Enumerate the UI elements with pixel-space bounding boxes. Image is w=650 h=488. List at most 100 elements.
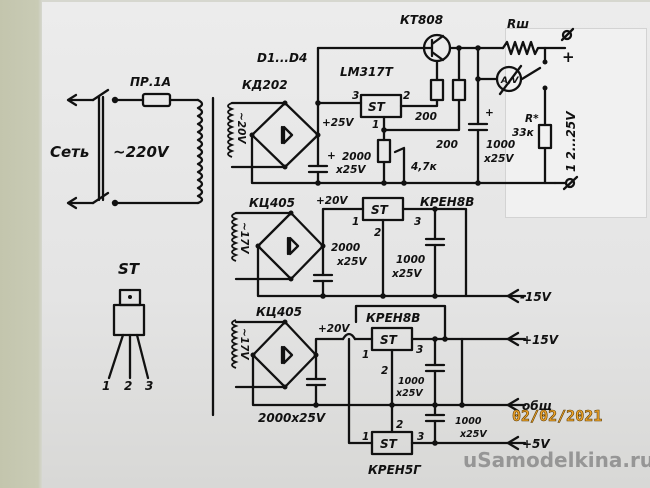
output-cap-icon — [467, 122, 489, 132]
date-stamp: 02/02/2021 — [512, 407, 602, 425]
reg1-pin2: 2 — [403, 90, 410, 102]
pinout-title: ST — [118, 260, 141, 278]
reg3-bottom-pin1: 1 — [362, 431, 369, 443]
mains-switch-blades — [91, 88, 110, 205]
filter-cap-3-value: 2000x25V — [258, 411, 327, 425]
output-terminal-ground-icon[interactable] — [564, 177, 576, 189]
filter-cap-1-value: 2000 — [342, 151, 371, 163]
filter-cap-2-voltage: x25V — [336, 256, 367, 268]
pot-wiper — [393, 146, 406, 185]
regulator-3-top-name: КРЕН8В — [366, 311, 420, 325]
transistor-leads — [422, 34, 445, 62]
meter-icon — [495, 65, 523, 93]
rectified-3-voltage: +20V — [318, 323, 350, 335]
filter-cap-2-value: 2000 — [331, 242, 360, 254]
bridge-1-ref: D1...D4 — [257, 51, 307, 65]
output-plus5: +5V — [522, 437, 551, 451]
channel-3: КЦ405 ~17V +20V 2000x25V КРЕН8В ST 1 2 3… — [231, 304, 560, 477]
pot-value: 4,7к — [410, 161, 438, 173]
diode-2-icon — [286, 236, 300, 256]
reg3-bottom-pin3: 3 — [417, 431, 424, 443]
transformer-primary-icon — [196, 98, 204, 205]
output-cap-3-bottom-icon — [424, 413, 446, 423]
output-cap-value: 1000 — [486, 139, 515, 151]
adj-resistor-wire — [382, 46, 461, 132]
winding-2-voltage: ~17V — [238, 222, 250, 254]
mains-label: Сеть — [50, 143, 89, 161]
regulator-1-box-label: ST — [368, 100, 386, 114]
regulator-3-bottom-box-label: ST — [380, 437, 398, 451]
reg1-pin3: 3 — [352, 90, 359, 102]
output-cap-3-bottom-value: 1000 — [455, 416, 482, 427]
reg3-top-pin3: 3 — [416, 344, 423, 356]
output-cap-2-icon — [424, 237, 446, 247]
regulator-1-name: LM317T — [340, 65, 394, 79]
output-cap-3-top-value: 1000 — [398, 376, 425, 387]
transistor-name: КТ808 — [400, 13, 443, 27]
reg3-bottom-pin2: 2 — [396, 419, 403, 431]
regulator-3-top-box-label: ST — [380, 333, 398, 347]
output-cap-3-top-icon — [424, 363, 446, 373]
output-plus5-arrow — [506, 435, 520, 451]
filter-cap-1-plus: + — [327, 150, 336, 162]
output-terminal-plus-icon[interactable] — [561, 29, 573, 41]
secondary-1-leads — [230, 101, 287, 169]
wire-crossover — [341, 332, 357, 341]
bridge-2-part: КЦ405 — [249, 196, 295, 210]
output-cap-voltage: x25V — [483, 153, 514, 165]
reg2-pin3: 3 — [414, 216, 421, 228]
diode-1-icon — [280, 125, 294, 145]
regulator-pinout: ST 1 2 3 — [102, 260, 153, 393]
regulator-2-name: КРЕН8В — [420, 195, 474, 209]
shunt-resistor-icon — [501, 40, 547, 56]
diode-3-icon — [280, 345, 294, 365]
meter-arrow — [498, 64, 523, 96]
meter-label: A,V — [500, 76, 520, 86]
winding-1-voltage: ~20V — [235, 112, 247, 144]
secondary-winding-1-icon — [227, 102, 235, 158]
rectified-2-voltage: +20V — [316, 195, 348, 207]
shunt-label: Rш — [507, 17, 529, 31]
paper-patch — [505, 28, 647, 218]
output-cap-2-voltage: x25V — [391, 268, 422, 280]
pinout-body-icon — [112, 303, 146, 337]
resistor-200-base-icon — [429, 78, 445, 102]
resistor-base-value: 200 — [415, 111, 437, 123]
watermark: uSamodelkina.ru — [463, 448, 650, 472]
channel-1: D1...D4 КД202 ~20V +25V + 2000 x25V LM31… — [227, 13, 579, 191]
output-range: 1 2...25V — [564, 110, 578, 172]
fuse-label: ПР.1А — [130, 75, 171, 89]
output-2-arrow — [506, 288, 520, 304]
resistor-adj-value: 200 — [436, 139, 458, 151]
pinout-pin-1: 1 — [102, 379, 110, 393]
ground-rail-1 — [250, 133, 557, 185]
reg2-pin2: 2 — [374, 227, 381, 239]
reg1-pin1: 1 — [372, 119, 379, 131]
pinout-pin-3: 3 — [145, 379, 153, 393]
filter-cap-3-icon — [305, 377, 327, 387]
output-cap-plus: + — [485, 107, 494, 119]
reg2-pin1: 1 — [352, 216, 359, 228]
mains-arrow-bottom — [66, 196, 78, 210]
output-common: общ — [522, 399, 552, 413]
common-rail — [251, 353, 527, 407]
bridge-1-part: КД202 — [242, 78, 288, 92]
output-cap-3-bottom-voltage: x25V — [459, 429, 487, 440]
winding-3-voltage: ~17V — [238, 328, 250, 360]
filter-cap-1-icon — [307, 164, 329, 174]
channel-2: КЦ405 ~17V +20V 2000 x25V КРЕН8В ST 1 2 … — [231, 195, 553, 304]
reg3-top-pin1: 1 — [362, 349, 369, 361]
rectified-1-voltage: +25V — [322, 117, 354, 129]
pinout-legs — [107, 333, 150, 380]
reg3-top-pin2: 2 — [381, 365, 388, 377]
resistor-series-label: R* — [525, 113, 539, 125]
output-minus15: -15V — [520, 290, 553, 304]
pinout-pin-2: 2 — [124, 379, 132, 393]
fuse-icon — [141, 92, 172, 108]
output-plus15: +15V — [522, 333, 560, 347]
mains-switch-link — [97, 95, 105, 202]
output-common-arrow — [506, 397, 520, 413]
output-cap-2-value: 1000 — [396, 254, 425, 266]
